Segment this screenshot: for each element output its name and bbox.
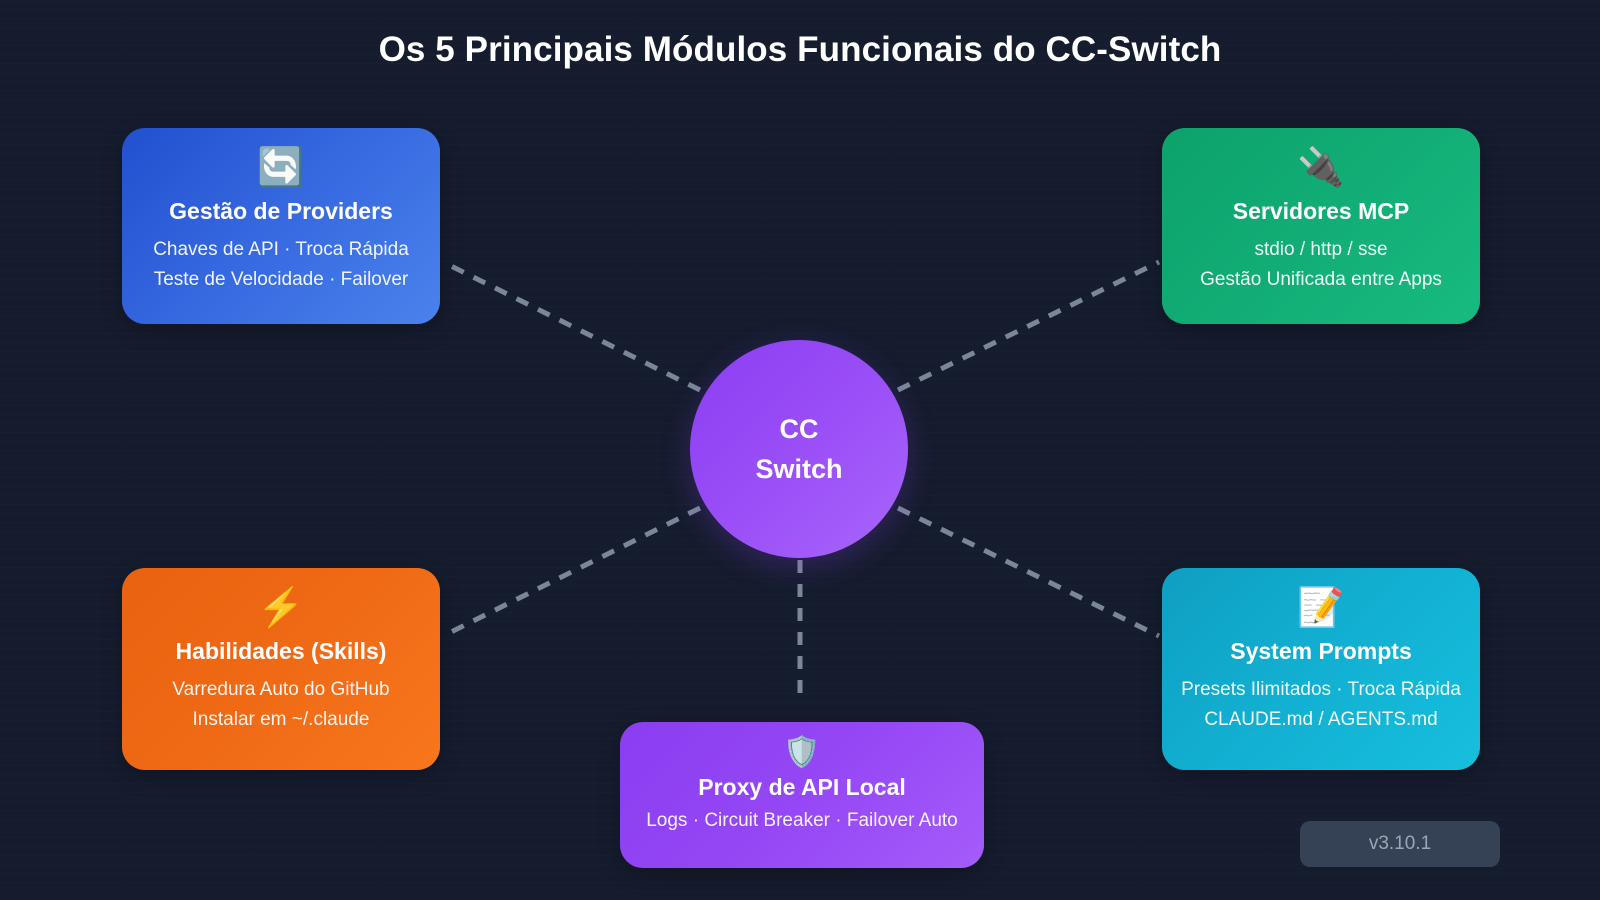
module-card-details: Chaves de API · Troca Rápida Teste de Ve… <box>153 237 409 293</box>
module-card-system-prompts[interactable]: 📝 System Prompts Presets Ilimitados · Tr… <box>1162 568 1480 770</box>
module-card-line-1: stdio / http / sse <box>1254 239 1388 260</box>
module-card-line-1: Varredura Auto do GitHub <box>172 679 390 700</box>
module-card-proxy[interactable]: 🛡️ Proxy de API Local Logs · Circuit Bre… <box>620 722 984 868</box>
module-card-details: Varredura Auto do GitHub Instalar em ~/.… <box>172 677 389 733</box>
module-card-mcp[interactable]: 🔌 Servidores MCP stdio / http / sse Gest… <box>1162 128 1480 324</box>
module-card-title: Proxy de API Local <box>698 774 906 800</box>
page-title: Os 5 Principais Módulos Funcionais do CC… <box>378 30 1222 69</box>
module-card-line-2: Gestão Unificada entre Apps <box>1200 269 1442 290</box>
center-hub-cc-switch[interactable]: CC Switch <box>690 340 908 558</box>
module-card-line-2: Instalar em ~/.claude <box>192 709 370 730</box>
module-card-details: Presets Ilimitados · Troca Rápida CLAUDE… <box>1181 677 1461 733</box>
module-card-line-1: Presets Ilimitados · Troca Rápida <box>1181 679 1461 700</box>
connector-hub-to-mcp <box>896 259 1161 393</box>
module-card-title: Gestão de Providers <box>169 198 393 224</box>
module-card-details: Logs · Circuit Breaker · Failover Auto <box>646 808 958 834</box>
module-card-title: Servidores MCP <box>1232 198 1410 224</box>
connector-hub-to-prompts <box>896 505 1161 639</box>
memo-icon: 📝 <box>1297 587 1345 629</box>
module-card-providers[interactable]: 🔄 Gestão de Providers Chaves de API · Tr… <box>122 128 440 324</box>
hub-label-line2: Switch <box>755 454 843 484</box>
module-card-title: System Prompts <box>1230 638 1412 664</box>
version-badge: v3.10.1 <box>1300 821 1500 867</box>
module-card-skills[interactable]: ⚡ Habilidades (Skills) Varredura Auto do… <box>122 568 440 770</box>
module-card-line-1: Logs · Circuit Breaker · Failover Auto <box>646 810 958 831</box>
module-card-line-2: CLAUDE.md / AGENTS.md <box>1204 709 1438 730</box>
module-card-line-2: Teste de Velocidade · Failover <box>153 269 409 290</box>
shield-icon: 🛡️ <box>783 736 821 769</box>
counterclockwise-arrows-icon: 🔄 <box>257 147 305 189</box>
module-card-line-1: Chaves de API · Troca Rápida <box>153 239 409 260</box>
module-card-details: stdio / http / sse Gestão Unificada entr… <box>1200 237 1442 293</box>
hub-label-line1: CC <box>779 414 819 444</box>
electric-plug-icon: 🔌 <box>1297 147 1345 189</box>
high-voltage-icon: ⚡ <box>257 587 305 629</box>
connector-hub-to-providers <box>441 259 702 393</box>
module-card-title: Habilidades (Skills) <box>175 638 387 664</box>
connector-hub-to-skills <box>441 505 702 639</box>
